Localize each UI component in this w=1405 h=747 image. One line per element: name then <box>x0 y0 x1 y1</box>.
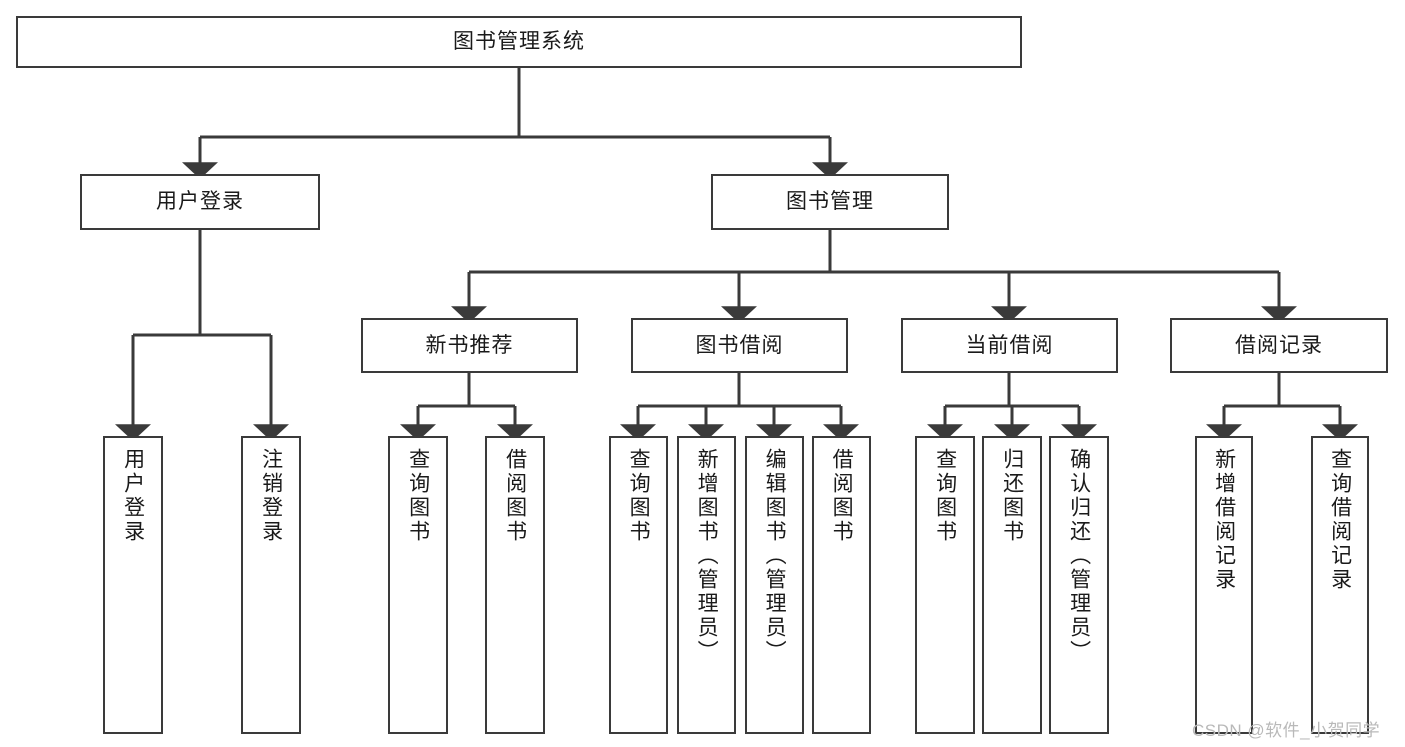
node-leaf-borrow-book[interactable]: 借阅图书 <box>812 436 871 734</box>
csdn-watermark: CSDN @软件_小贺同学 <box>1192 721 1381 740</box>
node-leaf-user-login-label: 用户登录 <box>121 448 145 544</box>
node-leaf-edit-book-label: 编辑图书（管理员） <box>763 448 787 664</box>
node-borrow-record[interactable]: 借阅记录 <box>1170 318 1388 373</box>
node-book-borrow-label: 图书借阅 <box>695 333 784 357</box>
node-leaf-add-borrow-record[interactable]: 新增借阅记录 <box>1195 436 1253 734</box>
node-current-borrow[interactable]: 当前借阅 <box>901 318 1118 373</box>
node-leaf-add-book-label: 新增图书（管理员） <box>695 448 719 664</box>
node-leaf-user-logout[interactable]: 注销登录 <box>241 436 301 734</box>
node-book-manage[interactable]: 图书管理 <box>711 174 949 230</box>
node-leaf-add-book[interactable]: 新增图书（管理员） <box>677 436 736 734</box>
node-leaf-confirm-return[interactable]: 确认归还（管理员） <box>1049 436 1109 734</box>
node-leaf-query-book-recommend[interactable]: 查询图书 <box>388 436 448 734</box>
node-borrow-record-label: 借阅记录 <box>1235 333 1323 357</box>
node-user-login-label: 用户登录 <box>156 190 244 214</box>
node-leaf-confirm-return-label: 确认归还（管理员） <box>1067 448 1091 664</box>
node-leaf-user-login[interactable]: 用户登录 <box>103 436 163 734</box>
node-book-manage-label: 图书管理 <box>786 190 874 214</box>
node-leaf-query-book-recommend-label: 查询图书 <box>406 448 430 544</box>
node-leaf-user-logout-label: 注销登录 <box>259 448 283 544</box>
node-leaf-query-book-current[interactable]: 查询图书 <box>915 436 975 734</box>
node-leaf-edit-book[interactable]: 编辑图书（管理员） <box>745 436 804 734</box>
node-root-label: 图书管理系统 <box>453 30 585 54</box>
node-leaf-borrow-book-recommend-label: 借阅图书 <box>503 448 527 544</box>
node-leaf-query-borrow-record[interactable]: 查询借阅记录 <box>1311 436 1369 734</box>
node-new-book-recommend-label: 新书推荐 <box>425 333 514 357</box>
node-leaf-borrow-book-recommend[interactable]: 借阅图书 <box>485 436 545 734</box>
node-user-login[interactable]: 用户登录 <box>80 174 320 230</box>
node-leaf-query-borrow-record-label: 查询借阅记录 <box>1328 448 1352 592</box>
node-book-borrow[interactable]: 图书借阅 <box>631 318 848 373</box>
node-root[interactable]: 图书管理系统 <box>16 16 1022 68</box>
node-leaf-query-book-current-label: 查询图书 <box>933 448 957 544</box>
node-leaf-query-book-borrow-label: 查询图书 <box>627 448 651 544</box>
node-leaf-query-book-borrow[interactable]: 查询图书 <box>609 436 668 734</box>
node-leaf-return-book[interactable]: 归还图书 <box>982 436 1042 734</box>
node-new-book-recommend[interactable]: 新书推荐 <box>361 318 578 373</box>
node-current-borrow-label: 当前借阅 <box>965 333 1054 357</box>
node-leaf-return-book-label: 归还图书 <box>1000 448 1024 544</box>
node-leaf-add-borrow-record-label: 新增借阅记录 <box>1212 448 1236 592</box>
node-leaf-borrow-book-label: 借阅图书 <box>830 448 854 544</box>
